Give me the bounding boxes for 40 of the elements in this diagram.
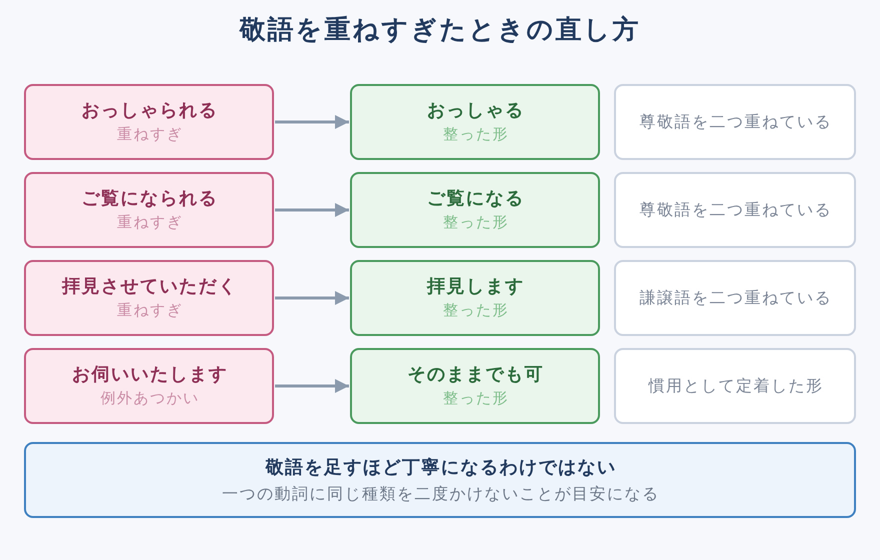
note-text: 尊敬語を二つ重ねている: [640, 199, 832, 221]
corrected-form-box: [350, 348, 600, 424]
note-box: [614, 172, 856, 248]
note-text: 尊敬語を二つ重ねている: [640, 111, 832, 133]
summary-text: 一つの動詞に同じ種類を二度かけないことが目安になる: [222, 482, 660, 504]
phrase-text: ご覧になられる: [82, 186, 218, 210]
arrow: [275, 203, 349, 217]
corrected-form-box: [350, 260, 600, 336]
status-text: 重ねすぎ: [116, 125, 183, 146]
phrase-text: おっしゃる: [427, 98, 524, 122]
corrected-form-box: [350, 84, 600, 160]
status-text: 重ねすぎ: [116, 301, 183, 322]
status-text: 整った形: [442, 125, 509, 146]
overused-form-box: [24, 260, 274, 336]
note-box: [614, 84, 856, 160]
overused-form-box: [24, 84, 274, 160]
overused-form-box: [24, 348, 274, 424]
overused-form-box: [24, 172, 274, 248]
phrase-text: 拝見させていただく: [62, 274, 238, 298]
title: 敬語を重ねすぎたときの直し方: [240, 14, 640, 47]
arrow: [275, 379, 349, 393]
note-box: [614, 260, 856, 336]
corrected-form-box: [350, 172, 600, 248]
status-text: 例外あつかい: [100, 389, 200, 410]
note-box: [614, 348, 856, 424]
arrow: [275, 115, 349, 129]
status-text: 重ねすぎ: [116, 213, 183, 234]
arrow: [275, 291, 349, 305]
status-text: 整った形: [442, 213, 509, 234]
status-text: 整った形: [442, 301, 509, 322]
summary-box: [24, 442, 856, 518]
phrase-text: そのままでも可: [408, 362, 544, 386]
status-text: 整った形: [442, 389, 509, 410]
summary-heading: 敬語を足すほど丁寧になるわけではない: [265, 456, 616, 480]
note-text: 慣用として定着した形: [648, 375, 824, 397]
note-text: 謙譲語を二つ重ねている: [640, 287, 832, 309]
phrase-text: おっしゃられる: [82, 98, 218, 122]
phrase-text: お伺いいたします: [72, 362, 228, 386]
phrase-text: ご覧になる: [427, 186, 524, 210]
phrase-text: 拝見します: [427, 274, 524, 298]
